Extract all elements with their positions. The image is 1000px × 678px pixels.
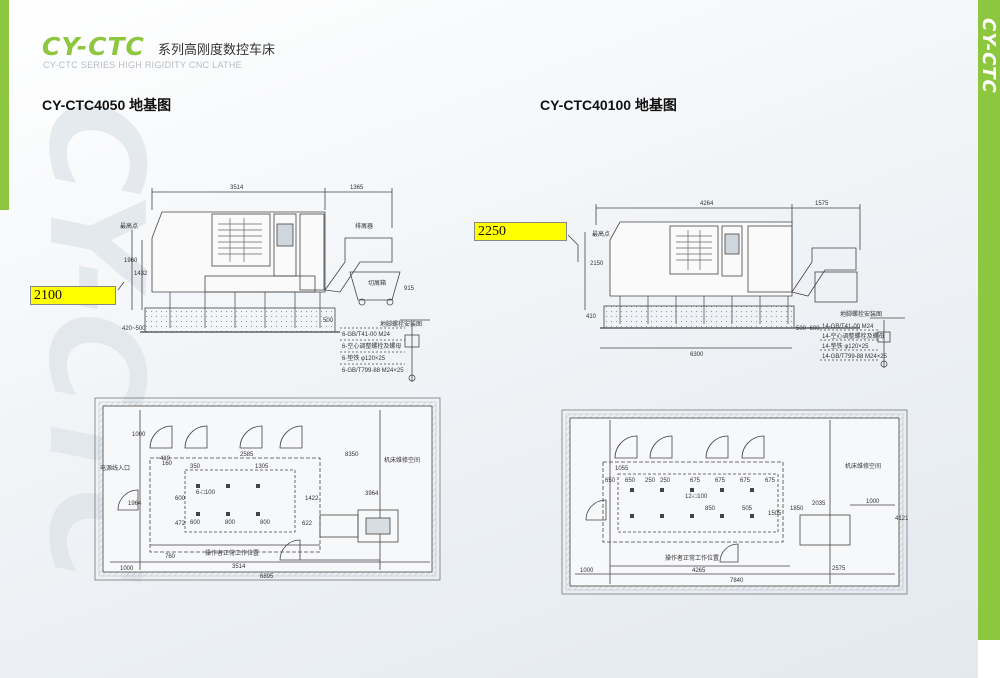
dim-left-h2: 1432 bbox=[134, 271, 148, 277]
label-lp-2: 操作者正常工作位置 bbox=[205, 549, 259, 557]
dim-rp-9: 850 bbox=[705, 506, 716, 512]
dim-lp-12: 622 bbox=[302, 521, 313, 527]
label-chip-conveyor: 排屑器 bbox=[355, 222, 373, 230]
dim-lp-18: 6895 bbox=[260, 574, 274, 580]
dim-right-total: 6300 bbox=[690, 352, 704, 358]
right-plan-labels: 1055 650 650 250 250 675 675 675 675 850… bbox=[580, 462, 909, 584]
dim-lp-17: 3514 bbox=[232, 564, 246, 570]
label-top-point: 最高点 bbox=[120, 222, 138, 230]
dim-rp-4: 250 bbox=[660, 478, 671, 484]
note-right-3: 14-垫铁 φ120×25 bbox=[822, 342, 869, 350]
dim-right-h2: 410 bbox=[586, 314, 597, 320]
dim-rp-3: 250 bbox=[645, 478, 656, 484]
series-title-cn: 系列高刚度数控车床 bbox=[158, 42, 276, 57]
left-plan-view bbox=[94, 397, 441, 581]
dim-lp-19: 3964 bbox=[365, 491, 379, 497]
left-accent-bar bbox=[0, 0, 9, 210]
right-accent-bar bbox=[978, 0, 1000, 640]
dim-rp-11: 1505 bbox=[768, 511, 782, 517]
dim-left-h3: 915 bbox=[404, 286, 415, 292]
dim-lp-11: 600 bbox=[190, 520, 201, 526]
label-rp-1: 操作者正常工作位置 bbox=[665, 554, 719, 562]
note-left-3: 6-垫铁 φ120×25 bbox=[342, 354, 386, 362]
right-height-box: 2250 bbox=[474, 222, 567, 241]
dim-lp-2: 1305 bbox=[255, 464, 269, 470]
dim-lp-8: 472 bbox=[175, 521, 186, 527]
note-right-2: 14-空心调整螺栓及螺母 bbox=[822, 332, 885, 340]
dim-rp-8: 675 bbox=[765, 478, 776, 484]
dim-lp-6: 410 bbox=[160, 456, 171, 462]
note-left-1: 6-GB/T41-00 M24 bbox=[342, 332, 391, 338]
dim-left-base: 420~500 bbox=[122, 326, 146, 332]
dim-lp-0: 1000 bbox=[132, 432, 146, 438]
label-right-top: 最高点 bbox=[592, 230, 610, 238]
dim-rp-17: 7840 bbox=[730, 578, 744, 584]
dim-rp-13: 1850 bbox=[790, 506, 804, 512]
dim-rp-5: 675 bbox=[690, 478, 701, 484]
dim-lp-14: 1964 bbox=[128, 501, 142, 507]
dim-lp-1: 2585 bbox=[240, 452, 254, 458]
dim-rp-2: 650 bbox=[625, 478, 636, 484]
dim-left-w2: 1365 bbox=[350, 185, 364, 191]
note-right-4: 14-GB/T799-88 M24×25 bbox=[822, 354, 888, 360]
dim-rp-20: 12-□100 bbox=[685, 494, 708, 500]
dim-left-w1: 3514 bbox=[230, 185, 244, 191]
dim-lp-7: 600 bbox=[175, 496, 186, 502]
dim-right-w2: 1575 bbox=[815, 201, 829, 207]
dim-rp-12: 2035 bbox=[812, 501, 826, 507]
label-lp-0: 机床维修空间 bbox=[384, 456, 420, 464]
dim-lp-5: 160 bbox=[162, 461, 173, 467]
label-rp-0: 机床维修空间 bbox=[845, 462, 881, 470]
dim-rp-6: 675 bbox=[715, 478, 726, 484]
note-right-1: 14-GB/T41-00 M24 bbox=[822, 324, 874, 330]
series-title-en: CY-CTC SERIES HIGH RIGIDITY CNC LATHE bbox=[43, 60, 242, 70]
label-bolt-detail: 地脚螺栓安装图 bbox=[380, 320, 422, 328]
dim-left-h1: 1960 bbox=[124, 258, 138, 264]
label-lp-3: 6-□100 bbox=[196, 490, 216, 496]
right-elevation-view bbox=[567, 204, 905, 368]
dim-rp-18: 4121 bbox=[895, 516, 909, 522]
brand-logo-text: CY-CTC bbox=[42, 32, 145, 61]
dim-rp-15: 4265 bbox=[692, 568, 706, 574]
label-right-bolt: 地脚螺栓安装图 bbox=[840, 310, 882, 318]
left-elevation-view bbox=[117, 188, 430, 382]
left-height-box: 2100 bbox=[30, 286, 116, 305]
dim-lp-4: 8350 bbox=[345, 452, 359, 458]
dim-lp-16: 1000 bbox=[120, 566, 134, 572]
dim-lp-10: 800 bbox=[260, 520, 271, 526]
dim-lp-9: 800 bbox=[225, 520, 236, 526]
dim-rp-0: 1055 bbox=[615, 466, 629, 472]
dim-rp-7: 675 bbox=[740, 478, 751, 484]
right-drawing-title: CY-CTC40100 地基图 bbox=[540, 97, 677, 113]
dim-lp-13: 1422 bbox=[305, 496, 319, 502]
dim-rp-10: 505 bbox=[742, 506, 753, 512]
left-elevation-labels: 3514 1365 最高点 排屑器 切屑箱 地脚螺栓安装图 1960 1432 … bbox=[120, 185, 422, 374]
dim-right-base: 500~600 bbox=[796, 326, 820, 332]
dim-rp-16: 2575 bbox=[832, 566, 846, 572]
left-plan-labels: 1000 2585 1305 350 8350 160 410 600 472 … bbox=[100, 432, 420, 580]
note-left-2: 6-空心调整螺栓及螺母 bbox=[342, 342, 401, 350]
note-left-4: 6-GB/T799-88 M24×25 bbox=[342, 368, 404, 374]
label-chip-box: 切屑箱 bbox=[368, 279, 386, 287]
dim-lp-15: 760 bbox=[165, 554, 176, 560]
side-brand-label: CY-CTC bbox=[978, 18, 999, 94]
dim-rp-14: 1000 bbox=[866, 499, 880, 505]
right-elevation-labels: 4264 1575 6300 2150 410 500~600 最高点 地脚螺栓… bbox=[586, 201, 888, 360]
label-lp-1: 电源线入口 bbox=[100, 464, 130, 472]
left-drawing-title: CY-CTC4050 地基图 bbox=[42, 97, 172, 113]
dim-right-h1: 2150 bbox=[590, 261, 604, 267]
dim-right-w1: 4264 bbox=[700, 201, 714, 207]
dim-rp-19: 1000 bbox=[580, 568, 594, 574]
right-plan-view bbox=[561, 409, 908, 595]
dim-left-base2: 500 bbox=[323, 318, 334, 324]
dim-rp-1: 650 bbox=[605, 478, 616, 484]
dim-lp-3: 350 bbox=[190, 464, 201, 470]
